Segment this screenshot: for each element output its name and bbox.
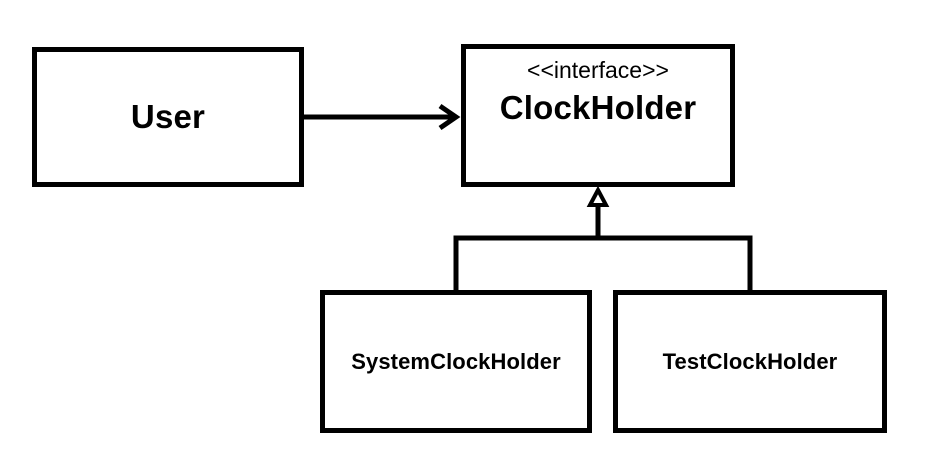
user-class-box: User [32, 47, 304, 187]
test-clock-holder-box: TestClockHolder [613, 290, 887, 433]
system-clock-holder-class-name: SystemClockHolder [351, 348, 561, 374]
realization-arrow-head [586, 185, 610, 207]
dependency-arrow-head [438, 103, 461, 131]
clock-holder-interface-box: <<interface>> ClockHolder [461, 44, 735, 187]
interface-stereotype: <<interface>> [527, 57, 669, 83]
clock-holder-class-name: ClockHolder [499, 89, 697, 126]
realization-branch [453, 235, 753, 290]
user-class-name: User [130, 98, 206, 135]
test-clock-holder-class-name: TestClockHolder [662, 348, 838, 374]
system-clock-holder-box: SystemClockHolder [320, 290, 592, 433]
